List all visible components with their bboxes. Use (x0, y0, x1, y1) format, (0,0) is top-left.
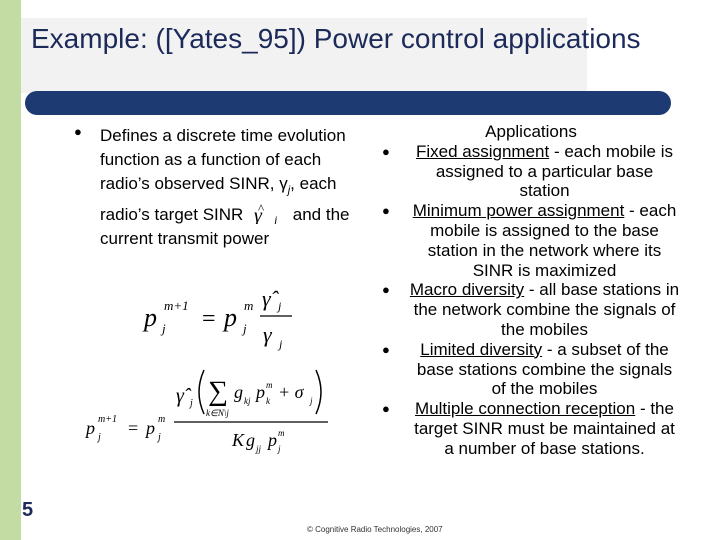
left-text-part-2: , each radio’s target SINR (100, 174, 337, 225)
eq2-g-sub: kj (244, 396, 251, 406)
eq2-K: K (231, 430, 245, 450)
eq2-superscript2: m (158, 414, 165, 425)
left-bullet-text: Defines a discrete time evolution functi… (100, 124, 360, 251)
eq1-equals: = (202, 306, 216, 332)
svg-text:j: j (272, 213, 278, 224)
eq2-sum-subscript: k∈N\j (206, 408, 229, 418)
eq2-subscript2: j (156, 432, 161, 443)
bullet-icon: ● (382, 143, 390, 159)
application-term: Multiple connection reception (415, 399, 636, 419)
eq2-hat-sub: j (188, 398, 193, 409)
eq2-p-den-sub: j (277, 444, 281, 454)
bullet-icon: ● (382, 341, 390, 357)
eq2-pk-sub: k (266, 396, 271, 406)
eq2-left-paren (198, 369, 205, 415)
applications-heading: Applications (485, 122, 577, 141)
applications-column: Applications ● Fixed assignment - each m… (380, 122, 680, 459)
equation-power-update-expanded: p m+1 j = p m j γ̂ j ∑ k∈N\j g kj p m k … (84, 369, 328, 454)
eq2-pk: p (254, 382, 265, 402)
eq2-p: p (84, 418, 95, 438)
eq2-p-den-sup: m (278, 428, 285, 438)
title-underline-bar (25, 91, 671, 115)
eq2-superscript: m+1 (98, 414, 117, 425)
eq2-g: g (234, 382, 243, 402)
eq2-subscript: j (96, 432, 101, 443)
eq2-sum-symbol: ∑ (208, 376, 228, 407)
application-term: Macro diversity (409, 280, 525, 300)
application-term: Limited diversity (420, 339, 543, 359)
eq1-p2: p (222, 303, 237, 332)
application-item-fixed-assignment: ● Fixed assignment - each mobile is assi… (380, 142, 680, 201)
eq1-subscript: j (160, 321, 166, 336)
equation-power-update: p m+1 j = p m j γ̂ j γ j (142, 286, 292, 351)
gamma-subscript: j (287, 184, 291, 197)
eq2-p-den: p (266, 430, 277, 450)
application-item-minimum-power: ● Minimum power assignment - each mobile… (380, 201, 680, 280)
application-item-macro-diversity: ● Macro diversity - all base stations in… (380, 280, 680, 339)
eq1-superscript2: m (244, 298, 253, 313)
eq2-g-den-sub: jj (255, 444, 262, 454)
footer-copyright: © Cognitive Radio Technologies, 2007 (307, 525, 443, 534)
eq2-plus-sigma: + σ (278, 382, 305, 402)
eq2-p2: p (144, 418, 155, 438)
eq2-pk-sup: m (266, 380, 273, 390)
gamma-symbol: γ (279, 174, 288, 193)
eq1-superscript: m+1 (164, 298, 189, 313)
eq1-subscript2: j (241, 321, 247, 336)
sidebar-accent (0, 0, 21, 540)
eq2-equals: = (128, 418, 138, 438)
eq1-gamma: γ (263, 322, 273, 347)
application-description: - a subset of the base stations combine … (416, 339, 673, 399)
bullet-icon: ● (382, 203, 390, 219)
application-term: Fixed assignment (415, 141, 550, 161)
target-sinr-symbol: ^ γ j (254, 201, 278, 227)
application-description: - the target SINR must be maintained at … (414, 399, 675, 458)
svg-text:γ: γ (254, 205, 263, 224)
application-item-multiple-connection: ● Multiple connection reception - the ta… (380, 399, 680, 458)
bullet-icon: ● (382, 282, 390, 298)
eq2-right-paren (315, 369, 322, 415)
eq1-p: p (142, 303, 157, 332)
application-description: - each mobile is assigned to the base st… (427, 201, 677, 280)
left-text-part-3: and the current transmit power (100, 205, 350, 249)
slide-title: Example: ([Yates_95]) Power control appl… (31, 23, 641, 54)
application-item-limited-diversity: ● Limited diversity - a subset of the ba… (380, 340, 680, 399)
left-text-part-1: Defines a discrete time evolution functi… (100, 126, 346, 193)
application-description: - all base stations in the network combi… (413, 280, 680, 339)
application-description: - each mobile is assigned to a particula… (435, 141, 673, 201)
title-background (21, 18, 587, 93)
bullet-icon: ● (382, 401, 390, 417)
eq2-g-den: g (246, 430, 255, 450)
slide-number: 5 (22, 499, 34, 521)
eq1-gamma-sub: j (277, 337, 283, 351)
svg-text:^: ^ (258, 202, 264, 216)
eq1-hat-sub: j (276, 299, 282, 313)
eq2-sigma-sub: j (309, 396, 313, 406)
bullet-icon: ● (74, 124, 82, 139)
application-term: Minimum power assignment (412, 201, 625, 221)
